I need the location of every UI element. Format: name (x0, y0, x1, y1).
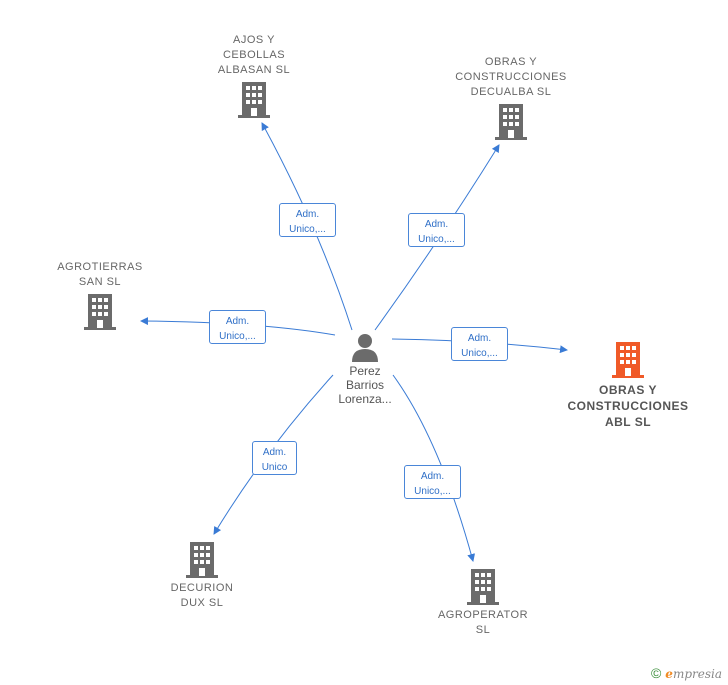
brand-logo-e: e (665, 667, 673, 681)
person-node[interactable]: Perez Barrios Lorenza... (325, 332, 405, 406)
company-name: AGROTIERRAS SAN SL (57, 261, 143, 288)
role-label-decurion[interactable]: Adm. Unico (252, 441, 297, 475)
company-agrotierras[interactable]: AGROTIERRAS SAN SL (44, 260, 156, 330)
company-name: OBRAS Y CONSTRUCCIONES DECUALBA SL (455, 56, 567, 98)
footer-brand: ©empresia (651, 665, 722, 681)
building-icon-highlight (612, 342, 644, 378)
role-label-ajos[interactable]: Adm. Unico,... (279, 203, 336, 237)
company-name: AGROPERATOR SL (437, 609, 529, 636)
company-abl[interactable]: OBRAS Y CONSTRUCCIONES ABL SL (560, 342, 696, 430)
company-agroperator[interactable]: AGROPERATOR SL (424, 569, 542, 638)
building-icon (495, 104, 527, 140)
copyright-icon: © (650, 665, 662, 681)
building-icon (467, 569, 499, 605)
building-icon (238, 82, 270, 118)
person-icon (352, 334, 378, 362)
role-label-agroperator[interactable]: Adm. Unico,... (404, 465, 461, 499)
edge-agroperator (392, 374, 476, 562)
company-name: OBRAS Y CONSTRUCCIONES ABL SL (567, 383, 689, 429)
building-icon (84, 294, 116, 330)
role-label-decualba[interactable]: Adm. Unico,... (408, 213, 465, 247)
building-icon (186, 542, 218, 578)
brand-logo-text: mpresia (672, 667, 722, 681)
company-ajos[interactable]: AJOS Y CEBOLLAS ALBASAN SL (196, 33, 312, 118)
role-label-abl[interactable]: Adm. Unico,... (451, 327, 508, 361)
company-name: DECURION DUX SL (170, 582, 234, 609)
company-name: AJOS Y CEBOLLAS ALBASAN SL (217, 34, 291, 76)
role-label-agrotierras[interactable]: Adm. Unico,... (209, 310, 266, 344)
company-decualba[interactable]: OBRAS Y CONSTRUCCIONES DECUALBA SL (446, 55, 576, 140)
person-name: Perez Barrios Lorenza... (338, 364, 392, 406)
company-decurion[interactable]: DECURION DUX SL (150, 542, 254, 611)
